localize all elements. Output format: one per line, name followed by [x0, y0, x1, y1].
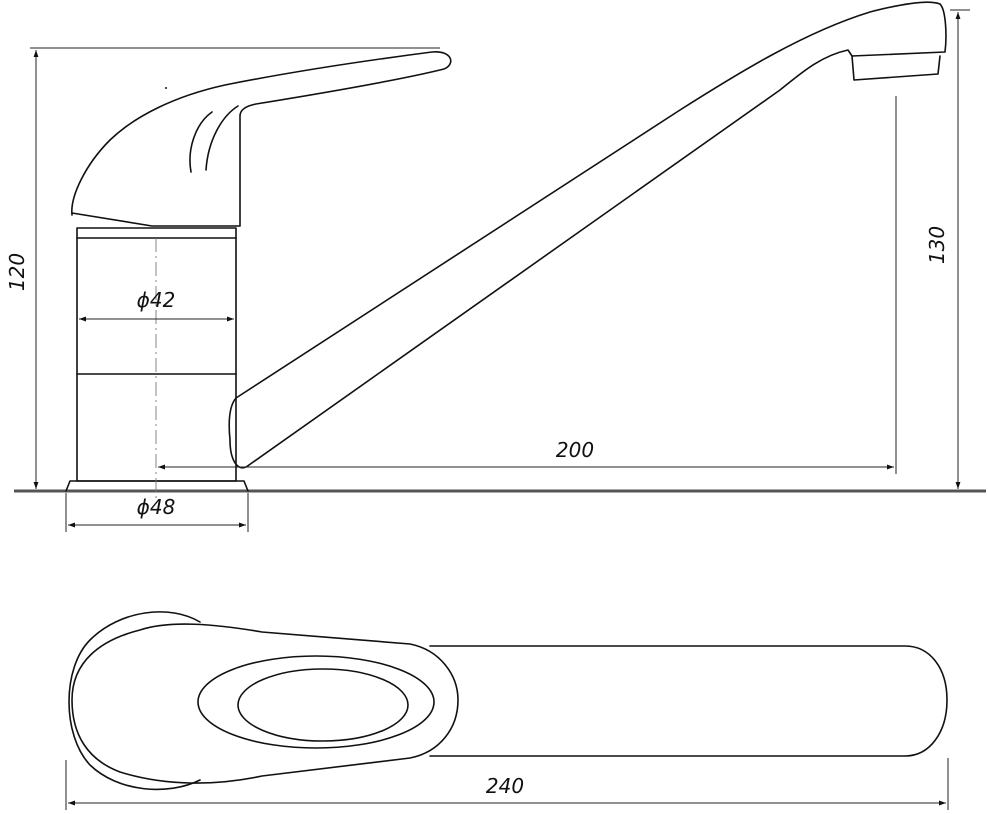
dim-base-diameter-label: ϕ48 — [137, 495, 176, 519]
handle-lever — [71, 51, 452, 227]
top-knob-inner — [237, 668, 409, 742]
dim-length-label: 240 — [486, 774, 524, 798]
body-cylinder — [76, 227, 237, 482]
side-view: 120 130 ϕ42 200 ϕ48 — [5, 1, 986, 532]
dim-height-body-label: 120 — [5, 253, 29, 291]
dim-height-spout-label: 130 — [925, 226, 949, 264]
top-base-circle — [68, 611, 201, 791]
drawing-dot — [165, 87, 167, 89]
handle-flank — [205, 105, 239, 171]
handle-inner-curve — [189, 111, 213, 173]
spout-aerator — [851, 55, 941, 81]
top-knob-outer — [197, 655, 435, 749]
top-handle-outline — [71, 623, 459, 784]
spout — [228, 1, 947, 469]
dim-body-diameter-label: ϕ42 — [137, 288, 176, 312]
top-view: 240 — [65, 611, 949, 810]
top-spout-outline — [429, 645, 948, 757]
dim-reach-label: 200 — [556, 438, 594, 462]
